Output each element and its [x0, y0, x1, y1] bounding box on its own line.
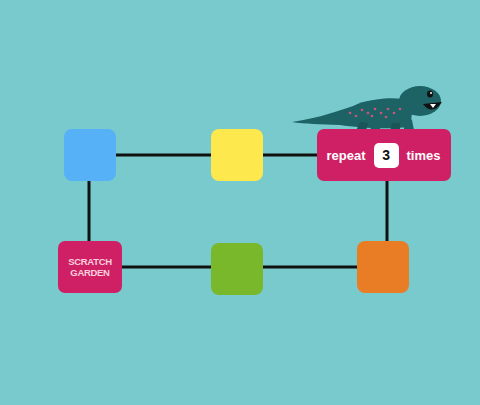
block-label: times: [407, 148, 441, 163]
orange-block: [357, 241, 409, 293]
yellow-block: [211, 129, 263, 181]
logo-block: SCRATCH GARDEN: [58, 241, 122, 293]
dinosaur: [292, 86, 442, 131]
block-label: SCRATCH GARDEN: [68, 256, 112, 278]
blue-block: [64, 129, 116, 181]
repeat-count: 3: [374, 143, 399, 168]
block-label: repeat: [327, 148, 366, 163]
green-block: [211, 243, 263, 295]
repeat-block: repeat 3 times: [317, 129, 451, 181]
